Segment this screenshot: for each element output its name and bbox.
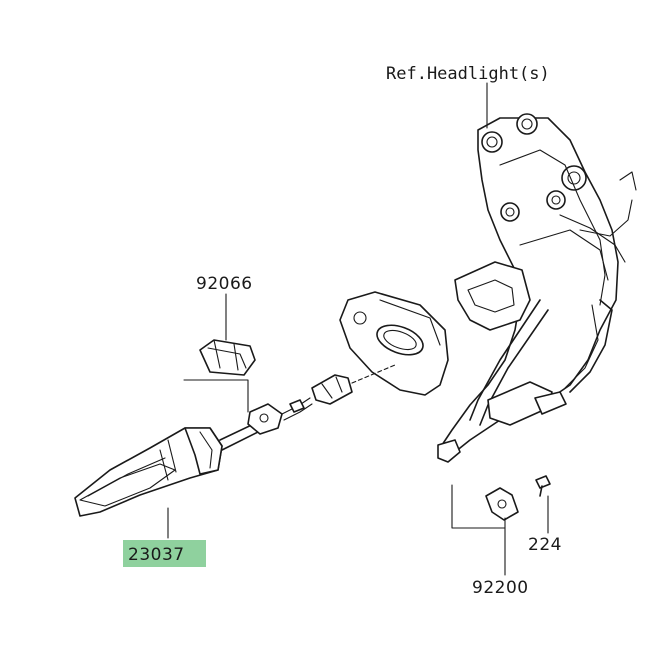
part-number-92066: 92066 xyxy=(196,274,253,294)
part-23037-highlight xyxy=(123,540,206,567)
clip-92066 xyxy=(199,339,256,376)
nut-92200 xyxy=(485,487,519,521)
bolt-224 xyxy=(535,475,551,497)
mount-plate xyxy=(339,291,449,396)
leader-lines xyxy=(167,82,549,576)
part-number-23037[interactable]: 23037 xyxy=(128,545,185,565)
part-number-224: 224 xyxy=(528,535,562,555)
turn-signal-assembly xyxy=(74,364,396,517)
headlight-bracket xyxy=(437,113,637,463)
ref-headlight-label: Ref.Headlight(s) xyxy=(386,64,550,84)
part-number-92200: 92200 xyxy=(472,578,529,598)
